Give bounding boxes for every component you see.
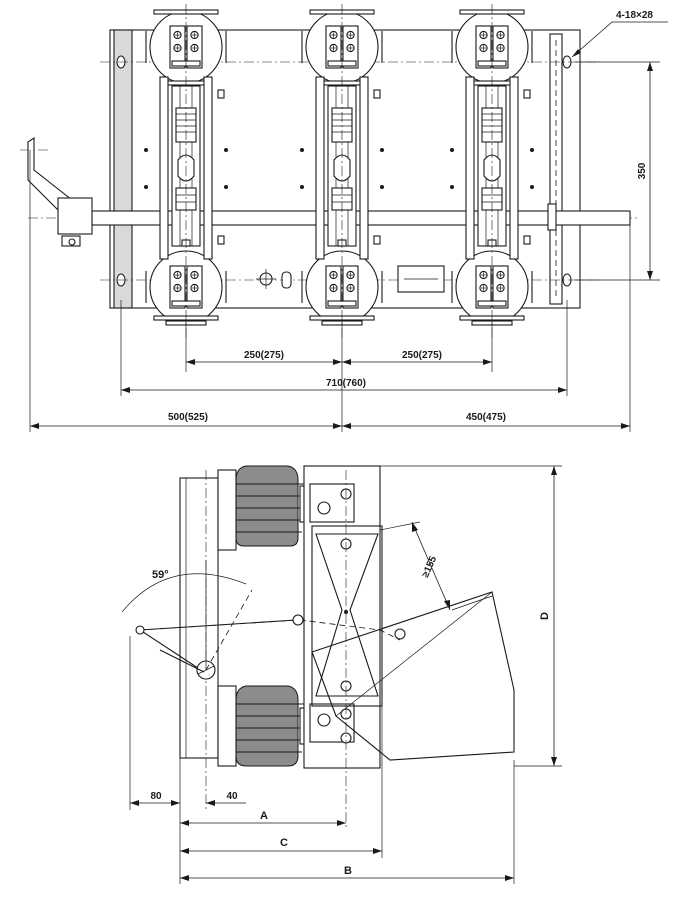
upper-insulator <box>217 465 313 551</box>
pole-left <box>144 4 228 340</box>
lower-insulator <box>217 685 313 767</box>
dim-left-label: 500(525) <box>168 412 208 423</box>
dim-overall-label: 710(760) <box>326 378 366 389</box>
arc-chute <box>311 525 383 707</box>
pole-right <box>450 4 534 340</box>
left-channel <box>113 29 133 309</box>
dim-right-label: 450(475) <box>466 412 506 423</box>
dim-350-label: 350 <box>637 162 648 179</box>
side-view: 59° ≥155 D 80 40 A <box>121 465 562 884</box>
right-channel <box>549 33 563 305</box>
operating-handle <box>20 136 93 247</box>
swing-arc <box>121 573 247 613</box>
dim-pitch-1-label: 250(275) <box>244 350 284 361</box>
dim-b-label: B <box>344 865 352 877</box>
dim-80-label: 80 <box>150 791 162 802</box>
dim-d-label: D <box>539 612 551 620</box>
clearance-label: ≥155 <box>420 554 439 579</box>
angle-label: 59° <box>152 569 169 581</box>
slot-hole <box>281 271 292 289</box>
dim-a-label: A <box>260 810 268 822</box>
pole-middle <box>300 4 384 340</box>
dim-pitch-2-label: 250(275) <box>402 350 442 361</box>
dim-c-label: C <box>280 837 288 849</box>
dim-40-label: 40 <box>226 791 238 802</box>
top-view: 4-18×28 350 250(275) 250(275) 710(760) <box>20 4 668 432</box>
hole-spec-label: 4-18×28 <box>616 10 653 21</box>
